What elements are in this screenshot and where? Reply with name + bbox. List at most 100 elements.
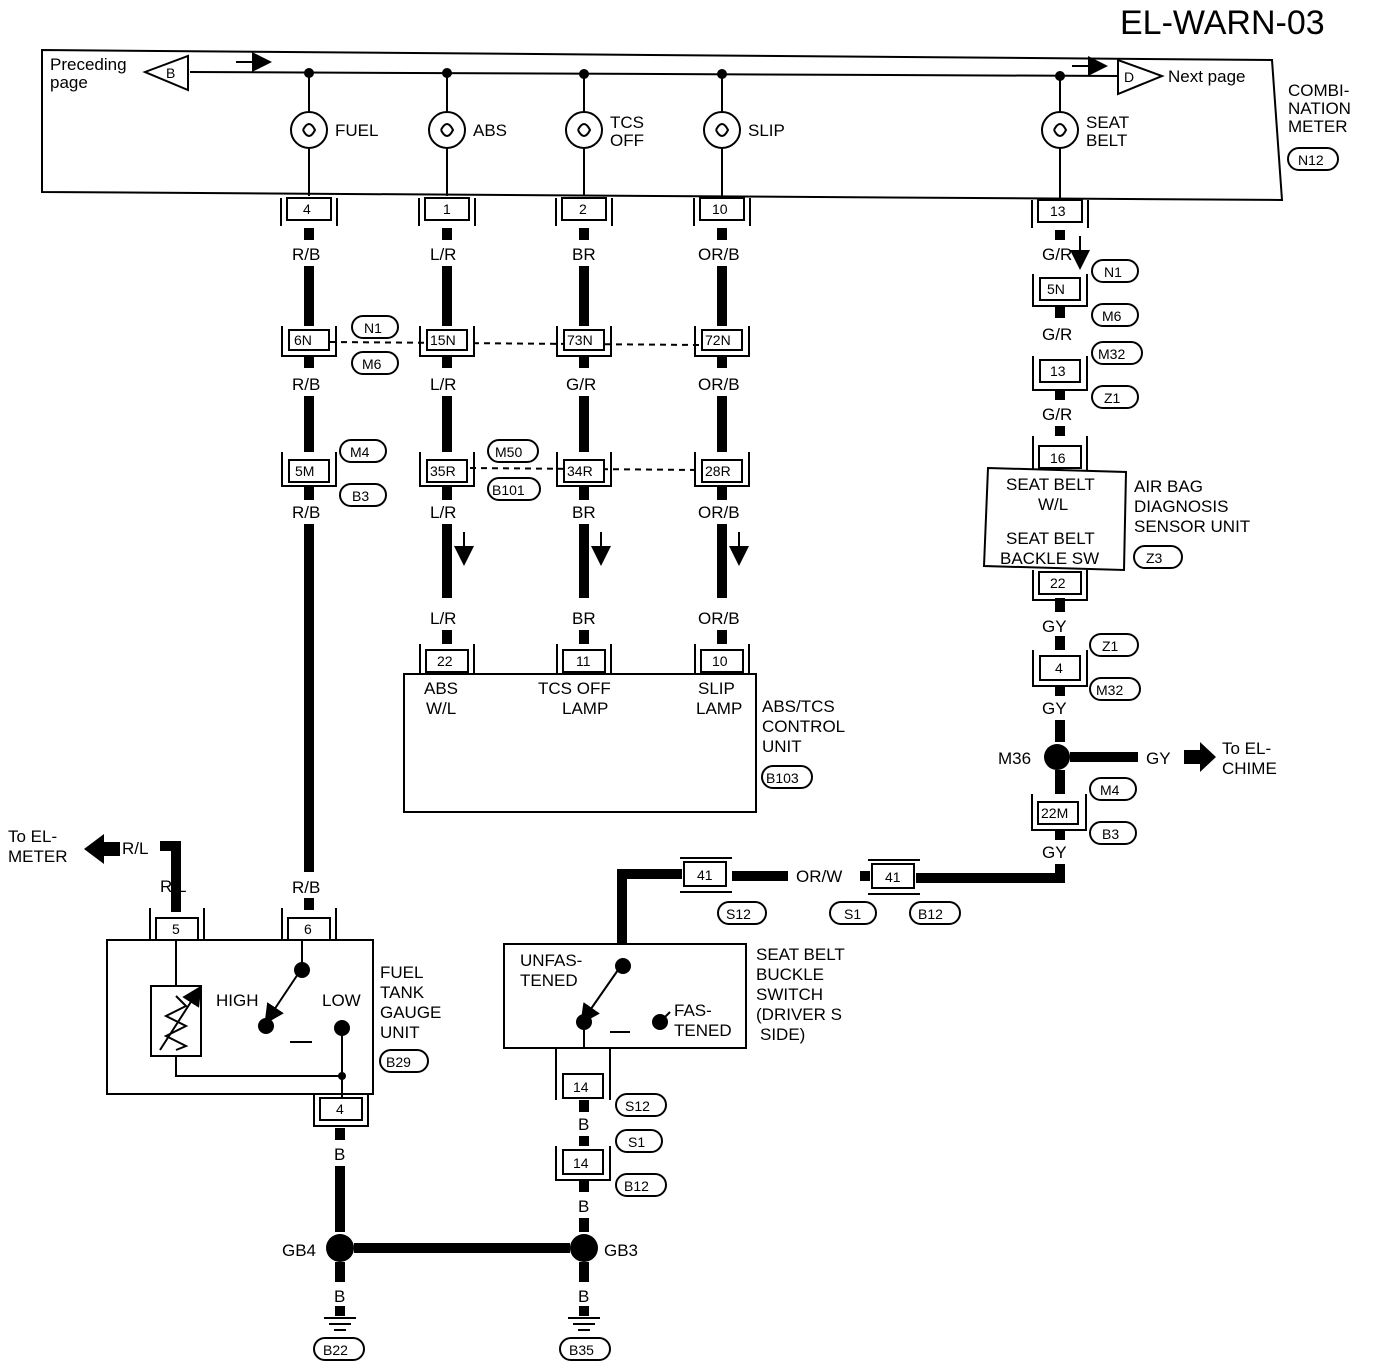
- id-badge-z1-lower: [1089, 633, 1139, 657]
- svg-text:22M: 22M: [1041, 805, 1068, 821]
- connector-73n: 73N: [556, 326, 612, 357]
- meter-name-2: NATION: [1288, 99, 1351, 118]
- gauge-name-1: FUEL: [380, 963, 423, 982]
- connector-41-right: 41: [868, 859, 920, 895]
- gauge-name-2: TANK: [380, 983, 425, 1002]
- gauge-id-badge: [379, 1049, 429, 1073]
- buckle-name-5: SIDE): [760, 1025, 805, 1044]
- id-badge-m6: [351, 351, 399, 375]
- ground-gb4-label: GB4: [282, 1241, 316, 1260]
- svg-text:10: 10: [712, 201, 728, 217]
- buckle-name-1: SEAT BELT: [756, 945, 845, 964]
- id-s12-top: S12: [726, 906, 751, 922]
- svg-text:11: 11: [576, 653, 591, 669]
- svg-text:14: 14: [573, 1155, 589, 1171]
- svg-text:5: 5: [172, 921, 180, 937]
- id-b12-top: B12: [918, 906, 943, 922]
- ground-symbol-b22: [324, 1317, 356, 1331]
- to-meter-1: To EL-: [8, 827, 57, 846]
- meter-id-badge: [1287, 147, 1339, 171]
- gauge-name-3: GAUGE: [380, 1003, 441, 1022]
- wire-rl-top: R/L: [122, 839, 148, 858]
- airbag-name-3: SENSOR UNIT: [1134, 517, 1250, 536]
- id-s1-top: S1: [844, 906, 861, 922]
- id-badge-m4-right: [1089, 777, 1137, 801]
- fuel-tank-gauge-unit: [106, 939, 374, 1095]
- id-badge-b101: [487, 477, 541, 501]
- svg-text:13: 13: [1050, 203, 1066, 219]
- gauge-name-4: UNIT: [380, 1023, 420, 1042]
- fuel-wire: R/B R/B R/B R/B: [292, 228, 320, 910]
- seatbelt-wire-3: G/R: [1042, 405, 1072, 424]
- meter-pin-2: 2: [555, 197, 613, 226]
- id-badge-s1-bottom: [615, 1129, 663, 1153]
- buckle-pin-14: 14: [555, 1048, 611, 1100]
- orw-wire-label: OR/W: [796, 867, 842, 886]
- abs-unit-label-abs-1: ABS: [424, 679, 458, 698]
- gauge-pin-4: 4: [313, 1094, 369, 1127]
- connector-6n: 6N: [281, 326, 337, 357]
- lamp-fuel-label: FUEL: [335, 121, 378, 140]
- ground-gb3-label: GB3: [604, 1241, 638, 1260]
- tcs-wire-1: BR: [572, 245, 596, 264]
- id-badge-m6-right: [1091, 303, 1139, 327]
- page-title: EL-WARN-03: [1120, 4, 1325, 42]
- preceding-page-label-1: Preceding: [50, 55, 127, 74]
- buckle-name-4: (DRIVER S: [756, 1005, 842, 1024]
- id-m6-right: M6: [1102, 308, 1122, 324]
- fuel-wire-1: R/B: [292, 245, 320, 264]
- tcs-wire-3: BR: [572, 503, 596, 522]
- fuel-wire-2: R/B: [292, 375, 320, 394]
- svg-text:73N: 73N: [567, 332, 593, 348]
- svg-text:35R: 35R: [430, 463, 456, 479]
- abs-unit-label-slip-1: SLIP: [698, 679, 735, 698]
- buckle-unfastened-2: TENED: [520, 971, 578, 990]
- abs-unit-name-3: UNIT: [762, 737, 802, 756]
- seatbelt-wire-2: G/R: [1042, 325, 1072, 344]
- connector-b-arrow: [142, 54, 189, 92]
- connector-15n: 15N: [419, 326, 475, 357]
- svg-text:5M: 5M: [295, 463, 314, 479]
- abs-wire-1: L/R: [430, 245, 456, 264]
- airbag-sensor-unit: [982, 466, 1128, 572]
- svg-text:41: 41: [697, 867, 713, 883]
- connector-d-arrow: [1117, 58, 1165, 96]
- seatbelt-wire-4: GY: [1042, 617, 1067, 636]
- id-m6: M6: [362, 356, 382, 372]
- svg-text:15N: 15N: [430, 332, 456, 348]
- id-m50: M50: [495, 444, 522, 460]
- to-chime-arrow: [1184, 742, 1216, 772]
- svg-text:2: 2: [579, 201, 587, 217]
- meter-pin-4: 4: [280, 197, 338, 226]
- slip-wire-4: OR/B: [698, 609, 740, 628]
- meter-pin-13: 13: [1031, 199, 1089, 228]
- abs-unit-name-1: ABS/TCS: [762, 697, 835, 716]
- to-meter-arrow: [84, 834, 120, 864]
- lamp-tcs-label-1: TCS: [610, 113, 644, 132]
- to-chime-1: To EL-: [1222, 739, 1271, 758]
- id-m4: M4: [350, 444, 370, 460]
- svg-text:22: 22: [437, 653, 453, 669]
- gauge-wire-1: B: [334, 1145, 345, 1164]
- lamp-tcs-off: TCS OFF: [565, 69, 644, 196]
- orw-wire-left: [617, 869, 682, 944]
- meter-pin-10: 10: [693, 197, 751, 226]
- seatbelt-wire-6: GY: [1042, 843, 1067, 862]
- svg-text:22: 22: [1050, 575, 1066, 591]
- buckle-wire-2: B: [578, 1197, 589, 1216]
- svg-text:5N: 5N: [1047, 281, 1065, 297]
- id-badge-m32-lower: [1089, 677, 1141, 701]
- id-badge-s12-top: [717, 901, 767, 925]
- svg-text:6N: 6N: [294, 332, 312, 348]
- connector-13-right: 13: [1032, 356, 1088, 391]
- id-b3: B3: [352, 488, 369, 504]
- buckle-name-3: SWITCH: [756, 985, 823, 1004]
- connector-72n: 72N: [694, 326, 750, 357]
- airbag-id-badge: [1133, 545, 1183, 569]
- id-badge-n1-right: [1091, 259, 1139, 283]
- lamp-abs: ABS: [428, 68, 507, 196]
- connector-4-right: 4: [1032, 650, 1088, 687]
- gauge-pin-5: 5: [149, 908, 205, 941]
- airbag-name-1: AIR BAG: [1134, 477, 1203, 496]
